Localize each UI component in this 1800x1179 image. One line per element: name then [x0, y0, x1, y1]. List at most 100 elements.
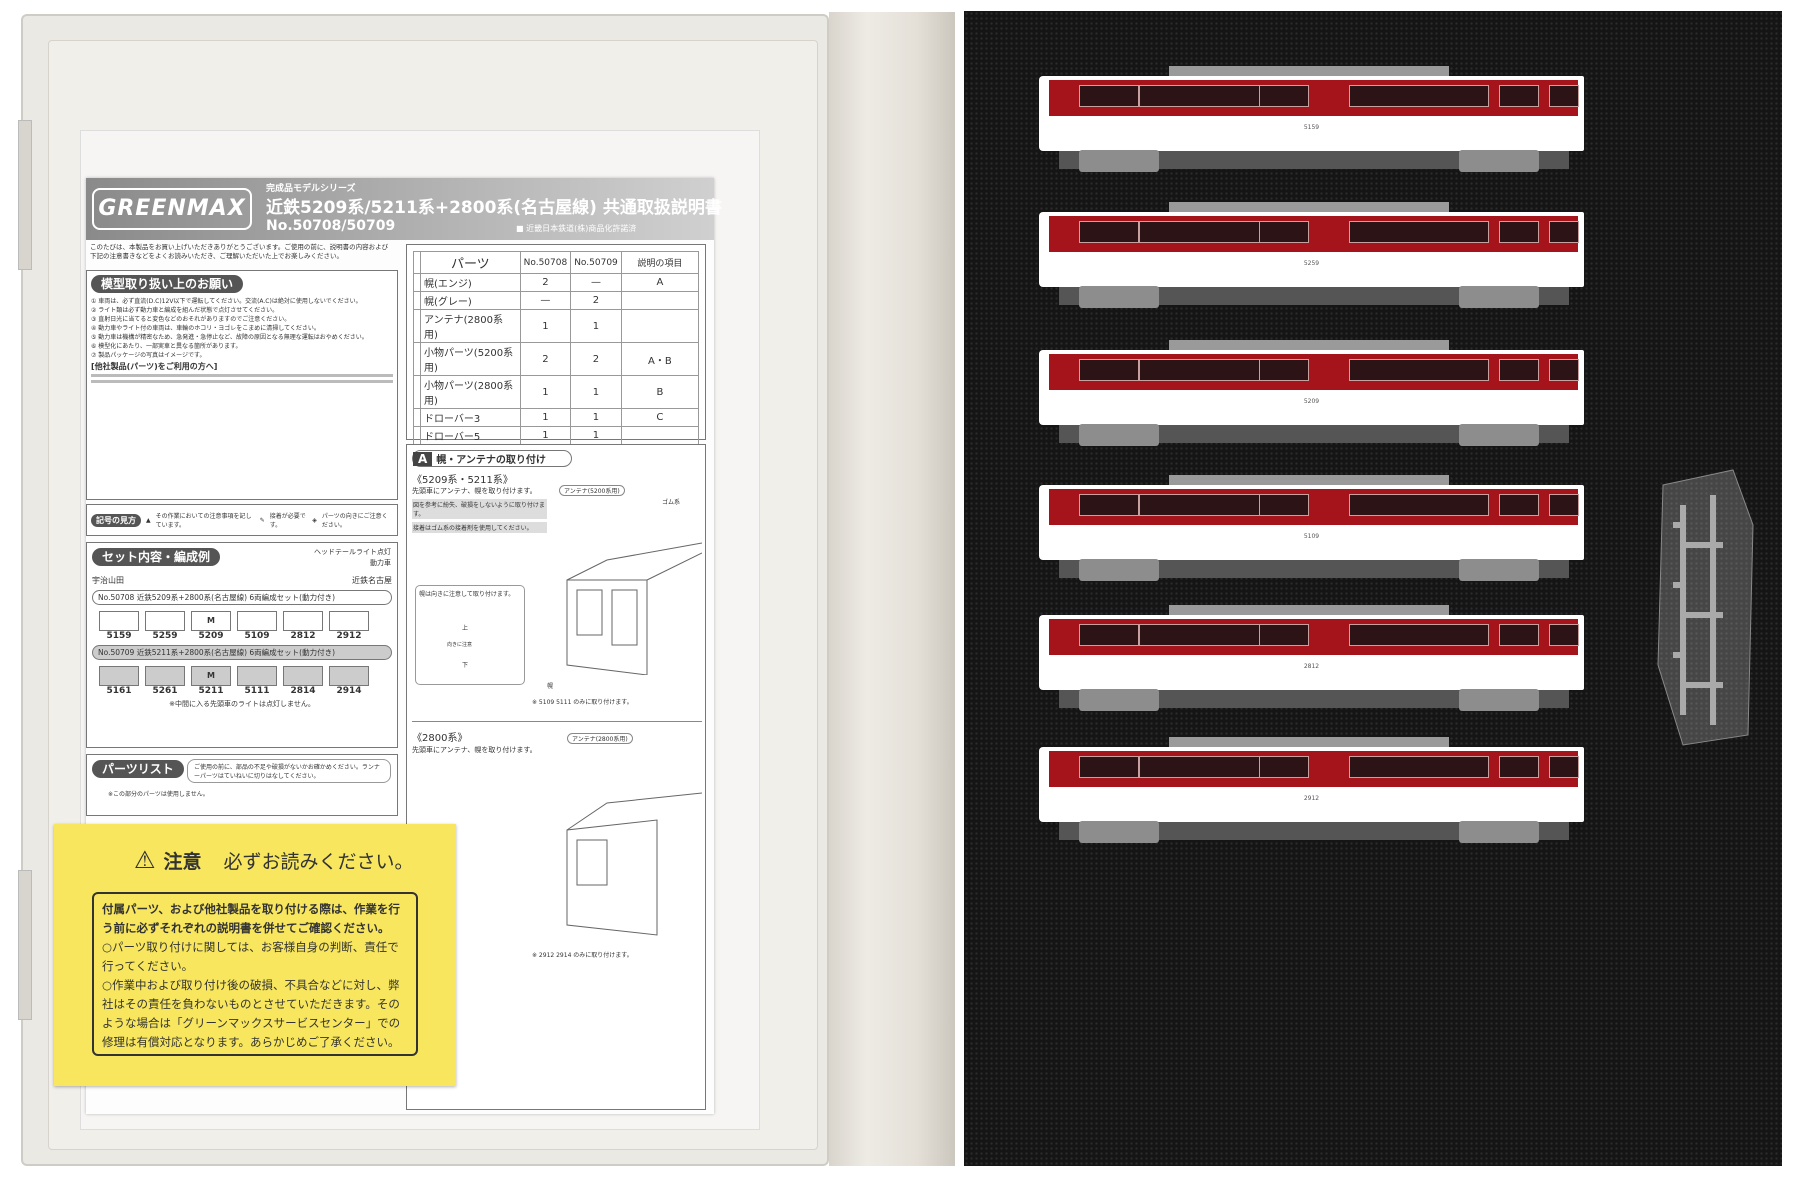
- car-window: [1549, 85, 1579, 107]
- orientation-icon: ◈: [312, 516, 317, 524]
- caution-lead: 付属パーツ、および他社製品を取り付ける際は、作業を行う前に必ずそれぞれの説明書を…: [102, 902, 400, 935]
- bogie: [1079, 424, 1159, 446]
- car-diagram: [237, 611, 277, 631]
- car-window: [1079, 221, 1139, 243]
- car-window: [1499, 85, 1539, 107]
- train-car: 2912: [1039, 737, 1584, 855]
- antenna-label: アンテナ(5200系用): [559, 485, 625, 496]
- car-number: 2914: [336, 686, 362, 696]
- parts-list-section: パーツリスト ご使用の前に、部品の不足や破損がないかお確かめください。ランナーパ…: [86, 754, 398, 816]
- table-cell: B: [620, 375, 700, 409]
- parts-unused-note: ※この部分のパーツは使用しません。: [108, 791, 209, 798]
- car-window: [1139, 85, 1279, 107]
- table-cell: A・B: [620, 342, 700, 376]
- set-note: ※中間に入る先頭車のライトは点灯しません。: [169, 700, 315, 708]
- car-number: 5161: [106, 686, 132, 696]
- caution-item: ○パーツ取り付けに関しては、お客様自身の判断、責任で行ってください。: [102, 940, 399, 973]
- sheet-title: 近鉄5209系/5211系+2800系(名古屋線) 共通取扱説明書: [266, 198, 722, 218]
- car-window: [1079, 494, 1139, 516]
- parts-list-title: パーツリスト: [92, 760, 184, 778]
- car-diagram: [145, 611, 185, 631]
- motor-mark: M: [207, 671, 215, 680]
- care-title: 模型取り扱い上のお願い: [91, 275, 244, 293]
- car-number-label: 5159: [1303, 124, 1320, 131]
- section-a: A 幌・アンテナの取り付け 《5209系・5211系》 先頭車にアンテナ、幌を取…: [406, 444, 706, 1110]
- section-a-badge: A: [413, 451, 433, 466]
- car-red-band: [1049, 751, 1579, 787]
- down-label: 下: [462, 662, 469, 669]
- car-window: [1549, 756, 1579, 778]
- bogie: [1459, 286, 1539, 308]
- car-number: 5209: [198, 631, 224, 641]
- table-cell: —: [570, 273, 622, 292]
- column-header: 説明の項目: [620, 251, 700, 274]
- subhead-2800: 《2800系》: [412, 733, 468, 744]
- car-window: [1079, 624, 1139, 646]
- bogie: [1459, 424, 1539, 446]
- orientation-label: 向きに注意: [447, 642, 473, 648]
- car-number: 5109: [244, 631, 270, 641]
- train-front-diagram: [566, 542, 702, 675]
- product-number: No.50708/50709: [266, 218, 396, 234]
- table-cell: A: [620, 273, 700, 292]
- table-cell: C: [620, 408, 700, 427]
- car-red-band: [1049, 354, 1579, 390]
- train-car: 5159: [1039, 66, 1584, 184]
- car-number-label: 5109: [1303, 533, 1320, 540]
- car-diagram: M: [191, 611, 231, 631]
- car-window: [1259, 494, 1309, 516]
- car-underfloor: [1059, 690, 1569, 708]
- car-diagram: [99, 666, 139, 686]
- table-cell: [620, 426, 700, 445]
- car-number: 5159: [106, 631, 132, 641]
- table-row: 幌(エンジ)2—A: [413, 273, 700, 292]
- car-red-band: [1049, 216, 1579, 252]
- car-number: 5211: [198, 686, 224, 696]
- car-roof: [1169, 475, 1449, 487]
- legend-motor: 動力車: [370, 559, 391, 567]
- car-window: [1259, 85, 1309, 107]
- table-cell: 幌(グレー): [420, 291, 521, 310]
- caution-card: ⚠ 注意 必ずお読みください。 付属パーツ、および他社製品を取り付ける際は、作業…: [54, 824, 456, 1086]
- car-window: [1549, 221, 1579, 243]
- direction-right: 近鉄名古屋: [352, 576, 392, 585]
- car-red-band: [1049, 489, 1579, 525]
- car-underfloor: [1059, 425, 1569, 443]
- table-cell: ドローバー3: [420, 408, 521, 427]
- care-item: ⑤ 動力車は機構が精密なため、急発進・急停止など、故障の原因となる無理な運転はお…: [91, 334, 368, 341]
- table-cell: 2: [570, 291, 622, 310]
- column-header: No.50708: [519, 251, 572, 274]
- foam-insert: [964, 11, 1782, 1166]
- table-cell: 1: [570, 408, 622, 427]
- symbol-orientation-text: パーツの向きにご注意ください。: [321, 513, 388, 529]
- train-car: 5259: [1039, 202, 1584, 320]
- bogie: [1079, 689, 1159, 711]
- car-window: [1499, 624, 1539, 646]
- warning-icon: ▲: [146, 516, 151, 524]
- case-clip-bottom: [18, 870, 32, 1020]
- car-window: [1139, 494, 1279, 516]
- caution-item: ○作業中および取り付け後の破損、不具合などに対し、弊社はその責任を負わないものと…: [102, 978, 401, 1049]
- car-roof: [1169, 605, 1449, 617]
- case-spine: [829, 12, 955, 1166]
- table-cell: 2: [519, 342, 572, 376]
- table-cell: [620, 309, 700, 343]
- glue-label: ゴム系: [662, 499, 681, 506]
- table-cell: 1: [570, 426, 622, 445]
- car-number: 5259: [152, 631, 178, 641]
- hood-note: 幌は向きに注意して取り付けます。: [415, 585, 525, 685]
- set-title: セット内容・編成例: [92, 548, 221, 566]
- car-window: [1499, 221, 1539, 243]
- column-header: No.50709: [570, 251, 622, 274]
- care-item: ⑥ 模型化にあたり、一部実車と異なる箇所があります。: [91, 343, 242, 350]
- symbols-title: 記号の見方: [91, 513, 141, 527]
- car-window: [1349, 624, 1489, 646]
- symbol-glue-text: 接着が必要です。: [269, 513, 306, 529]
- car-window: [1349, 221, 1489, 243]
- mount-note: ※ 5109 5111 のみに取り付けます。: [532, 699, 633, 706]
- car-number-label: 5259: [1303, 260, 1320, 267]
